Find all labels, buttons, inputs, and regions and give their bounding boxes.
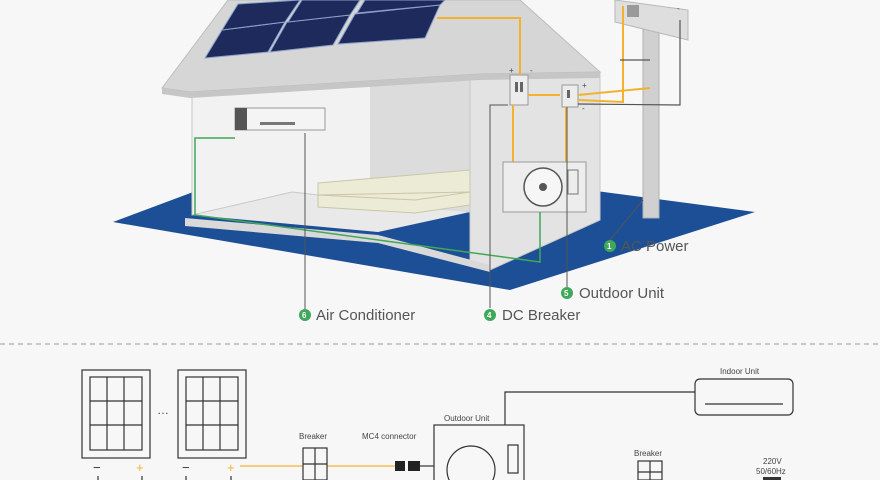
- callout-lines: [304, 104, 644, 310]
- grid-socket: [763, 477, 781, 480]
- svg-text:5: 5: [564, 289, 569, 298]
- fan-hub: [539, 183, 547, 191]
- wiring-solar-panel-1: [81, 369, 151, 459]
- indoor-ac-vent: [260, 122, 295, 125]
- roof-solar-panels: [204, 0, 446, 59]
- svg-text:4: 4: [487, 311, 492, 320]
- svg-text:6: 6: [302, 311, 307, 320]
- panel-2-minus: −: [182, 460, 190, 475]
- utility-pole: [642, 17, 660, 219]
- wiring-mc4-connector: [395, 461, 420, 471]
- roof-edge: [162, 72, 600, 98]
- panel-ellipsis: …: [157, 403, 169, 417]
- wiring-lines: [97, 391, 695, 480]
- indoor-ac-side: [235, 108, 247, 130]
- ac-wires: [577, 20, 681, 106]
- breaker-right-label: Breaker: [634, 449, 662, 458]
- dc-wires: [437, 6, 651, 165]
- indoor-unit-label: Indoor Unit: [720, 367, 760, 376]
- outdoor-unit-label: Outdoor Unit: [444, 414, 490, 423]
- panel-2-plus: +: [227, 460, 235, 475]
- indoor-ac-unit: [234, 107, 326, 131]
- svg-text:AC Power: AC Power: [621, 238, 689, 255]
- wiring-breaker-left: [302, 447, 328, 480]
- panel-1-plus: +: [136, 460, 144, 475]
- breaker-left-label: Breaker: [299, 432, 327, 441]
- callout-dc-breaker: 4 DC Breaker: [484, 307, 580, 324]
- wiring-solar-panel-2: [177, 369, 247, 459]
- breaker-switch: [520, 82, 523, 92]
- callout-ac-power: 1 AC Power: [604, 238, 689, 255]
- house-slab: [185, 218, 490, 272]
- polarity-plus: +: [509, 66, 514, 75]
- house-floor: [192, 192, 470, 232]
- sofa: [317, 169, 471, 214]
- panel-1-minus: −: [93, 460, 101, 475]
- breaker-switch: [515, 82, 518, 92]
- svg-text:1: 1: [607, 242, 612, 251]
- voltage-label: 220V: [763, 457, 782, 466]
- wiring-indoor-unit: [694, 378, 794, 416]
- wiring-outdoor-unit: [433, 424, 525, 480]
- polarity-minus: -: [677, 4, 680, 13]
- callout-air-conditioner: 6 Air Conditioner: [299, 307, 415, 324]
- mc4-label: MC4 connector: [362, 432, 417, 441]
- sofa-seat-line: [317, 191, 471, 201]
- wiring-breaker-right: [637, 460, 663, 480]
- breaker-switch: [567, 90, 570, 98]
- callout-outdoor-unit: 5 Outdoor Unit: [561, 285, 665, 302]
- svg-text:Outdoor Unit: Outdoor Unit: [579, 285, 665, 302]
- polarity-minus: -: [582, 104, 585, 113]
- svg-text:Air Conditioner: Air Conditioner: [316, 307, 415, 324]
- ac-green-wires: [194, 137, 541, 263]
- outdoor-unit-panel: [567, 169, 579, 195]
- svg-text:DC Breaker: DC Breaker: [502, 307, 580, 324]
- frequency-label: 50/60Hz: [756, 467, 786, 476]
- polarity-minus: -: [530, 66, 533, 75]
- pole-bracket: [627, 5, 639, 17]
- polarity-plus: +: [582, 81, 587, 90]
- breaker-box-left: [509, 74, 529, 106]
